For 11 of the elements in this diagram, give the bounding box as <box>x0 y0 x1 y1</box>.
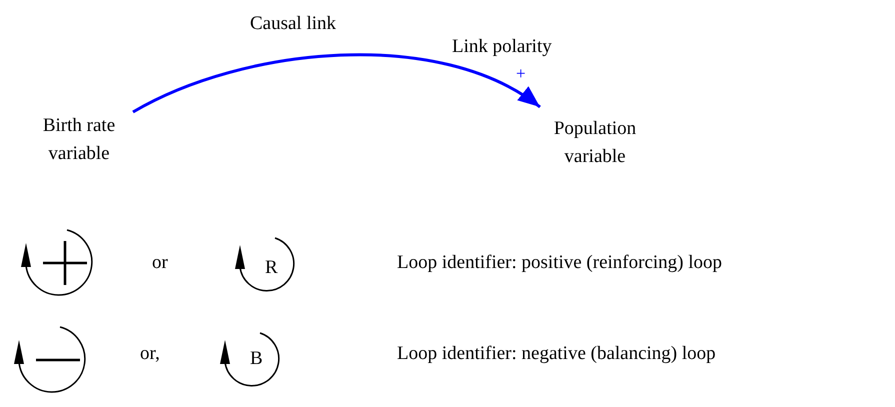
variable-label: Birth rate variable <box>20 112 138 168</box>
or-word: or, <box>140 342 160 366</box>
loop-letter: B <box>250 347 263 371</box>
variable-label: Population variable <box>525 115 665 170</box>
link-label: Causal link <box>250 12 336 36</box>
loop-description: Loop identifier: positive (reinforcing) loop <box>397 251 722 275</box>
causal-link-arrow <box>132 54 541 114</box>
loop-letter: R <box>265 256 278 280</box>
link-label: Link polarity <box>452 35 552 59</box>
or-word: or <box>152 251 168 275</box>
loop-description: Loop identifier: negative (balancing) loop <box>397 342 716 366</box>
